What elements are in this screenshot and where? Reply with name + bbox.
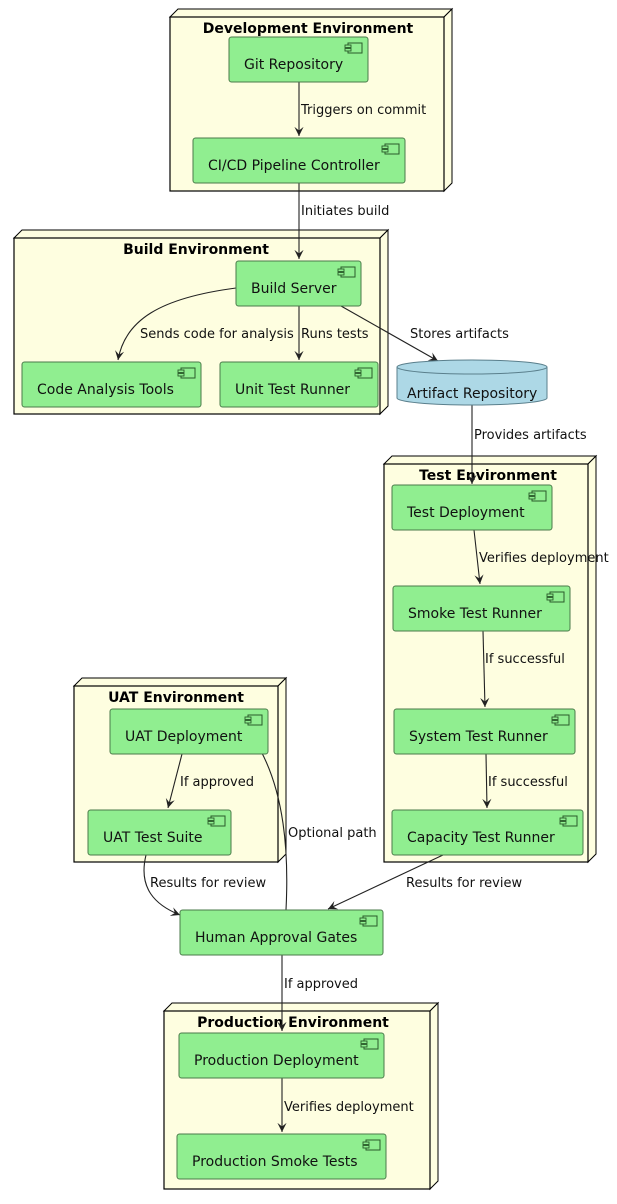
component-icon xyxy=(207,815,226,827)
component-prodsmoke[interactable]: Production Smoke Tests xyxy=(176,1133,387,1180)
component-icon xyxy=(551,714,570,726)
component-icon xyxy=(360,1038,379,1050)
component-box xyxy=(179,909,384,956)
component-system[interactable]: System Test Runner xyxy=(393,708,576,755)
component-label: Unit Test Runner xyxy=(235,382,350,398)
component-box xyxy=(393,708,576,755)
edge-buildserver-to-codeanalysis xyxy=(115,287,237,361)
edge-label: If approved xyxy=(284,977,358,992)
edge-label: Optional path xyxy=(288,826,377,841)
node-title: Production Environment xyxy=(197,1015,389,1031)
edge-label: If approved xyxy=(180,775,254,790)
component-box xyxy=(21,361,202,408)
edge-smoke-to-system xyxy=(480,630,490,708)
component-unittest[interactable]: Unit Test Runner xyxy=(219,361,379,408)
component-label: Code Analysis Tools xyxy=(37,382,174,398)
component-icon xyxy=(337,266,356,278)
node-top-face xyxy=(72,677,288,687)
component-icon xyxy=(559,815,578,827)
edge-label: Results for review xyxy=(150,876,266,891)
component-box xyxy=(178,1032,385,1079)
component-label: Git Repository xyxy=(244,57,343,73)
component-box xyxy=(192,137,406,184)
node-top-face xyxy=(12,229,390,239)
edge-label: Verifies deployment xyxy=(284,1100,414,1115)
component-proddeploy[interactable]: Production Deployment xyxy=(178,1032,385,1079)
component-icon xyxy=(244,714,263,726)
component-label: Test Deployment xyxy=(406,505,525,521)
component-label: CI/CD Pipeline Controller xyxy=(208,158,380,174)
component-box xyxy=(228,36,369,83)
component-cicd[interactable]: CI/CD Pipeline Controller xyxy=(192,137,406,184)
edge-label: Initiates build xyxy=(301,204,389,219)
edge-label: Runs tests xyxy=(301,327,369,342)
component-icon xyxy=(381,143,400,155)
node-top-face xyxy=(168,8,454,18)
component-approval[interactable]: Human Approval Gates xyxy=(179,909,384,956)
node-side-face xyxy=(443,7,453,193)
component-box xyxy=(219,361,379,408)
component-icon xyxy=(359,915,378,927)
edge-label: If successful xyxy=(488,775,568,790)
edge-testdeploy-to-smoke xyxy=(473,529,484,585)
edge-label: Stores artifacts xyxy=(410,327,509,342)
edge-label: Triggers on commit xyxy=(300,103,426,118)
node-side-face xyxy=(587,454,597,864)
node-title: Test Environment xyxy=(419,468,557,484)
node-top-face xyxy=(382,455,598,465)
edge-uatsuite-to-approval xyxy=(143,854,181,916)
component-uatsuite[interactable]: UAT Test Suite xyxy=(87,809,232,856)
edge-system-to-capacity xyxy=(482,753,492,809)
component-label: Capacity Test Runner xyxy=(407,830,555,846)
component-box xyxy=(235,260,362,307)
component-icon xyxy=(362,1139,381,1151)
node-title: Build Environment xyxy=(123,242,269,258)
edge-label: Provides artifacts xyxy=(474,428,587,443)
component-capacity[interactable]: Capacity Test Runner xyxy=(391,809,584,856)
component-icon xyxy=(177,367,196,379)
component-buildserver[interactable]: Build Server xyxy=(235,260,362,307)
component-icon xyxy=(354,367,373,379)
component-box xyxy=(391,809,584,856)
edge-label: Sends code for analysis xyxy=(140,327,294,342)
edge-buildserver-to-artifacts xyxy=(340,305,439,362)
component-label: Smoke Test Runner xyxy=(408,606,542,622)
database-label: Artifact Repository xyxy=(407,386,537,402)
component-label: Production Smoke Tests xyxy=(192,1154,358,1170)
node-side-face xyxy=(429,1001,439,1191)
component-box xyxy=(109,708,269,755)
component-uatdeploy[interactable]: UAT Deployment xyxy=(109,708,269,755)
edge-uatdeploy-to-uatsuite xyxy=(165,753,183,809)
edge-label: Results for review xyxy=(406,876,522,891)
component-label: Production Deployment xyxy=(194,1053,359,1069)
component-box xyxy=(87,809,232,856)
component-label: Human Approval Gates xyxy=(195,930,357,946)
edge-label: Verifies deployment xyxy=(479,551,609,566)
edge-label: If successful xyxy=(485,652,565,667)
node-title: UAT Environment xyxy=(108,690,244,706)
database-artifacts[interactable]: Artifact Repository xyxy=(396,359,548,406)
component-smoke[interactable]: Smoke Test Runner xyxy=(392,585,571,632)
node-top-face xyxy=(162,1002,440,1012)
component-label: Build Server xyxy=(251,281,337,297)
component-label: UAT Deployment xyxy=(125,729,243,745)
database-body xyxy=(396,367,548,406)
component-codeanalysis[interactable]: Code Analysis Tools xyxy=(21,361,202,408)
component-git[interactable]: Git Repository xyxy=(228,36,369,83)
component-testdeploy[interactable]: Test Deployment xyxy=(391,484,553,531)
edge-capacity-to-approval xyxy=(327,854,444,910)
component-label: UAT Test Suite xyxy=(103,830,203,846)
component-box xyxy=(391,484,553,531)
node-side-face xyxy=(379,228,389,416)
component-icon xyxy=(546,591,565,603)
component-box xyxy=(392,585,571,632)
component-icon xyxy=(344,42,363,54)
component-box xyxy=(176,1133,387,1180)
node-title: Development Environment xyxy=(203,21,414,37)
component-label: System Test Runner xyxy=(409,729,548,745)
component-icon xyxy=(528,490,547,502)
database-top xyxy=(396,359,548,375)
